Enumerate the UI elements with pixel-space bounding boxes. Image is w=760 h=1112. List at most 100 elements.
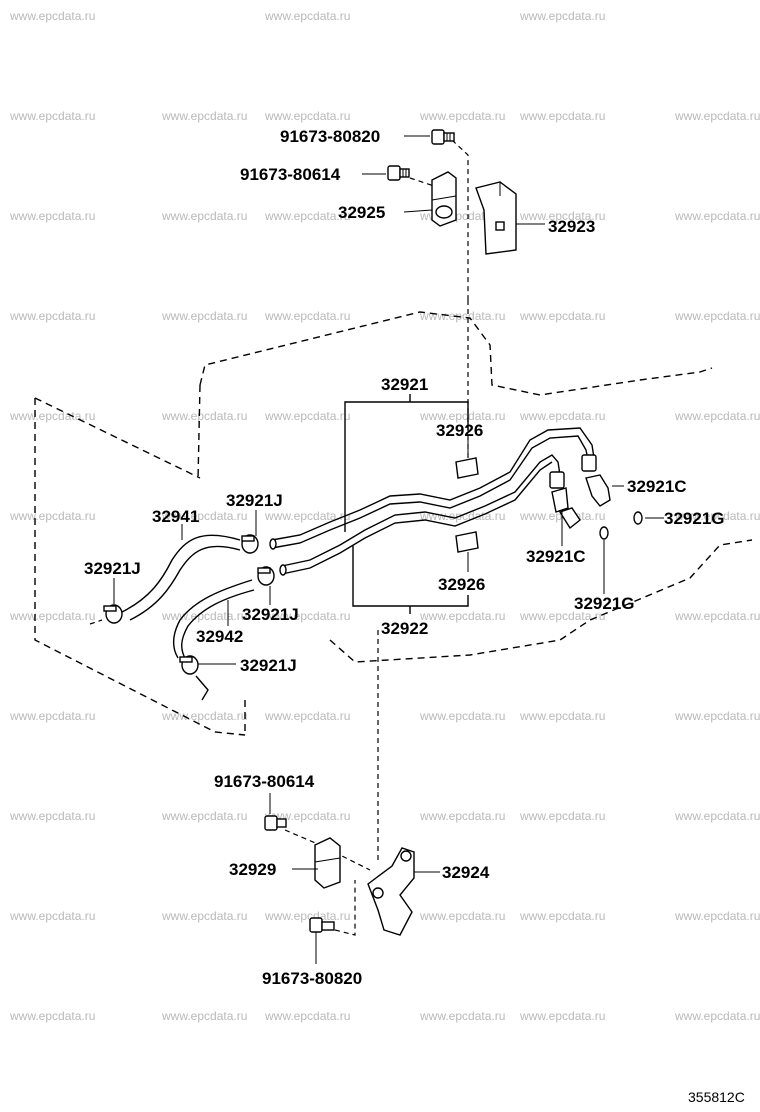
watermark-text: www.epcdata.ru [161,709,247,723]
watermark-text: www.epcdata.ru [264,909,350,923]
clip-32921J-a [241,534,259,554]
watermark-text: www.epcdata.ru [419,309,505,323]
watermark-text: www.epcdata.ru [519,209,605,223]
watermark-text: www.epcdata.ru [161,409,247,423]
watermark-text: www.epcdata.ru [264,9,350,23]
label-clamp-upper: 32925 [338,203,385,222]
watermark-text: www.epcdata.ru [674,1009,760,1023]
hose-left-32941 [121,534,241,621]
watermark-text: www.epcdata.ru [161,809,247,823]
watermark-text: www.epcdata.ru [264,709,350,723]
hose-stub [195,675,209,701]
leader-lines [113,135,664,964]
watermark-text: www.epcdata.ru [161,109,247,123]
watermark-text: www.epcdata.ru [9,109,95,123]
watermark-text: www.epcdata.ru [161,909,247,923]
watermark-text: www.epcdata.ru [161,609,247,623]
watermark-text: www.epcdata.ru [9,609,95,623]
label-tube-set-upper: 32921 [381,375,428,394]
grommet-upper-32926 [455,457,479,479]
watermark-text: www.epcdata.ru [519,1009,605,1023]
drawing-code: 355812C [688,1089,745,1105]
bolt-lower-80614 [264,815,287,831]
watermark-text: www.epcdata.ru [519,109,605,123]
watermark-text: www.epcdata.ru [419,109,505,123]
label-gasket-2: 32921G [574,594,635,613]
watermark-text: www.epcdata.ru [519,909,605,923]
watermark-text: www.epcdata.ru [264,109,350,123]
label-bolt-upper-80820: 91673-80820 [280,127,380,146]
label-hose-left: 32941 [152,507,199,526]
clip-32921J-d [179,655,199,675]
watermark-text: www.epcdata.ru [264,409,350,423]
watermark-text: www.epcdata.ru [264,309,350,323]
label-bracket-lower: 32924 [442,863,490,882]
watermark-text: www.epcdata.ru [674,709,760,723]
watermark-text: www.epcdata.ru [519,609,605,623]
watermark-text: www.epcdata.ru [419,409,505,423]
label-clip-1: 32921J [226,491,283,510]
label-union-1: 32921C [627,477,687,496]
label-grommet-upper: 32926 [436,421,483,440]
watermark-text: www.epcdata.ru [9,1009,95,1023]
watermark-text: www.epcdata.ru [674,909,760,923]
watermark-text: www.epcdata.ru [674,509,760,523]
label-gasket-1: 32921G [664,509,725,528]
watermark-text: www.epcdata.ru [9,809,95,823]
label-union-2: 32921C [526,547,586,566]
bracket-lower-32924 [367,847,415,936]
watermark-text: www.epcdata.ru [9,509,95,523]
watermark-text: www.epcdata.ru [9,909,95,923]
watermark-text: www.epcdata.ru [161,509,247,523]
watermark-text: www.epcdata.ru [419,1009,505,1023]
label-bolt-lower-80614: 91673-80614 [214,772,315,791]
label-clip-4: 32921J [240,656,297,675]
watermark-text: www.epcdata.ru [9,709,95,723]
watermark-text: www.epcdata.ru [519,309,605,323]
label-clamp-lower: 32929 [229,860,276,879]
gasket-right-32921G [633,511,643,525]
watermark-text: www.epcdata.ru [674,609,760,623]
watermark-text: www.epcdata.ru [161,209,247,223]
hose-lower-32942 [173,579,255,661]
watermark-text: www.epcdata.ru [419,609,505,623]
tube-assembly [269,427,595,576]
watermark-layer: www.epcdata.ru www.epcdata.ru www.epcdata.… [9,9,760,1023]
watermark-text: www.epcdata.ru [419,909,505,923]
label-tube-set-lower: 32922 [381,619,428,638]
label-grommet-lower: 32926 [438,575,485,594]
watermark-text: www.epcdata.ru [9,9,95,23]
label-bolt-lower-80820: 91673-80820 [262,969,362,988]
label-brackets [344,394,469,614]
watermark-text: www.epcdata.ru [519,9,605,23]
watermark-text: www.epcdata.ru [264,1009,350,1023]
watermark-text: www.epcdata.ru [161,1009,247,1023]
clip-32921J-b [257,566,275,586]
watermark-text: www.epcdata.ru [264,609,350,623]
watermark-text: www.epcdata.ru [419,709,505,723]
part-labels: 91673-80820 91673-80614 32925 32923 3292… [84,127,725,988]
watermark-text: www.epcdata.ru [419,809,505,823]
bolt-upper-80614 [387,165,410,181]
union-right-32921C [581,454,611,507]
watermark-text: www.epcdata.ru [519,709,605,723]
watermark-text: www.epcdata.ru [419,509,505,523]
watermark-text: www.epcdata.ru [161,309,247,323]
watermark-text: www.epcdata.ru [9,209,95,223]
watermark-text: www.epcdata.ru [674,109,760,123]
label-bracket-upper: 32923 [548,217,595,236]
watermark-text: www.epcdata.ru [9,409,95,423]
watermark-text: www.epcdata.ru [264,509,350,523]
label-clip-2: 32921J [84,559,141,578]
grommet-lower-32926 [455,531,479,553]
watermark-text: www.epcdata.ru [674,209,760,223]
label-hose-lower: 32942 [196,627,243,646]
label-bolt-upper-80614: 91673-80614 [240,165,341,184]
watermark-text: www.epcdata.ru [9,309,95,323]
watermark-text: www.epcdata.ru [264,209,350,223]
watermark-text: www.epcdata.ru [519,409,605,423]
label-clip-3: 32921J [242,605,299,624]
clip-32921J-c [103,604,123,624]
watermark-text: www.epcdata.ru [674,809,760,823]
